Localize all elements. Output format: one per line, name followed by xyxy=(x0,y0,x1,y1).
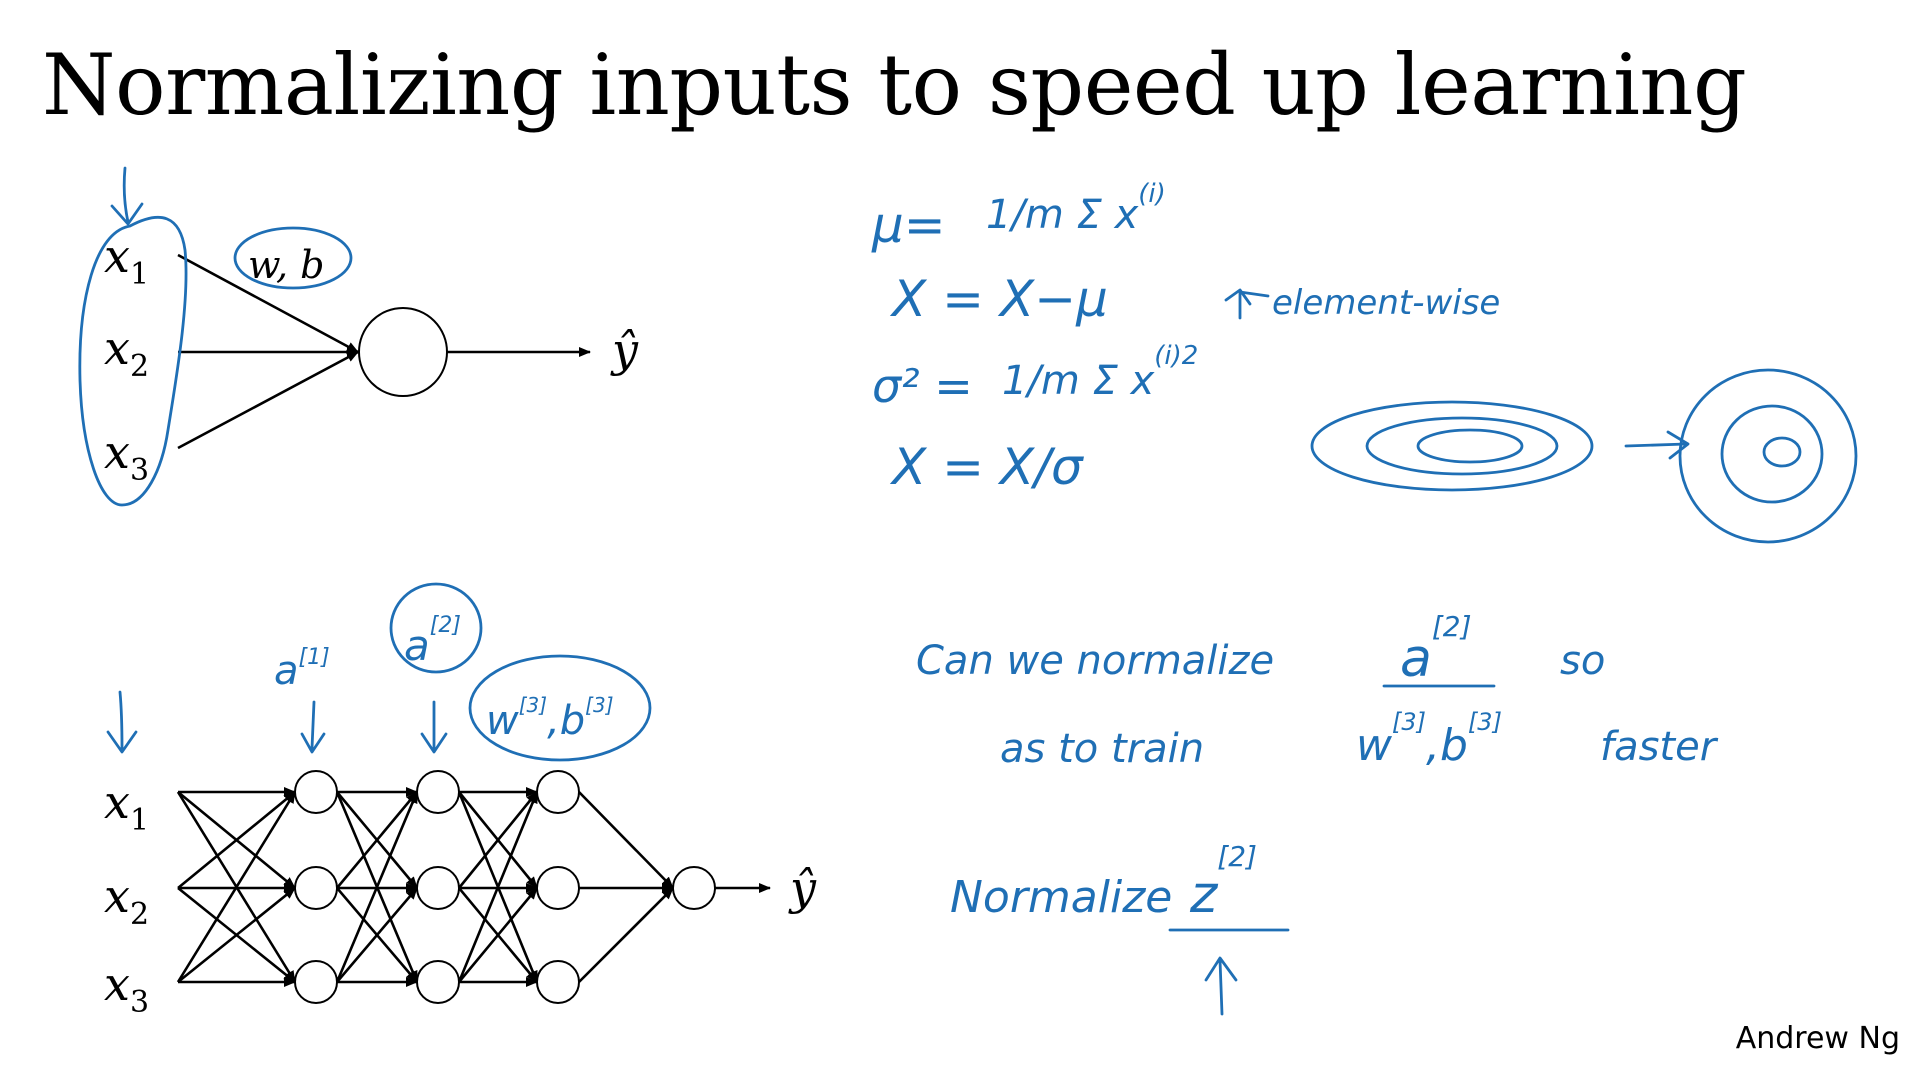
hidden-unit-l1-n1 xyxy=(294,770,338,814)
edge-l2n2-l3n1 xyxy=(457,791,539,889)
normalization-question: Can we normalize a[2] so as to train w[3… xyxy=(916,610,1719,1016)
annot-a2: a[2] xyxy=(404,613,461,670)
hidden-unit-l1-n2 xyxy=(294,866,338,910)
deep-network-nodes xyxy=(294,770,716,1004)
edge-l2n3-l3n2 xyxy=(457,887,539,983)
layer2-arrow-annotation xyxy=(420,700,448,754)
edge-l1n3-l2n1 xyxy=(335,791,419,983)
sigma-lhs: σ² = xyxy=(872,359,973,413)
annot-w3-b3: w[3],b[3] xyxy=(486,693,614,744)
deep-network-edges xyxy=(176,787,674,987)
x-minus-mu: X = X−μ xyxy=(889,270,1108,328)
top-input-arrow-annotation xyxy=(110,166,144,226)
answer-var: z[2] xyxy=(1189,840,1257,925)
top-input-x3: x3 xyxy=(104,425,149,488)
edge-input3-l1n1 xyxy=(176,791,297,983)
question-line2-params: w[3],b[3] xyxy=(1356,708,1502,771)
edge-l3n1-output xyxy=(578,791,674,889)
layer1-arrow-annotation xyxy=(300,700,326,754)
elongated-contour-inner xyxy=(1416,428,1524,464)
contour-sketches xyxy=(1310,368,1858,544)
deep-input-x1: x1 xyxy=(104,775,149,838)
elongated-contour-middle xyxy=(1365,416,1559,476)
hidden-unit-l3-n1 xyxy=(536,770,580,814)
hidden-unit-l3-n2 xyxy=(536,866,580,910)
top-input-x2: x2 xyxy=(104,321,149,384)
mu-lhs: μ= xyxy=(871,196,946,254)
top-params-label: w, b xyxy=(248,243,325,287)
inputs-loop-annotation xyxy=(78,216,188,507)
deep-network: x1 x2 x3 ŷ a[1] a[2] w[3],b[3] xyxy=(104,582,817,1020)
top-edge-1 xyxy=(177,253,359,354)
x-over-sigma: X = X/σ xyxy=(889,438,1084,496)
question-line1-prefix: Can we normalize xyxy=(916,638,1274,684)
annot-a1: a[1] xyxy=(274,645,330,694)
top-neuron xyxy=(358,307,448,397)
output-unit xyxy=(672,866,716,910)
deep-input-x2: x2 xyxy=(104,869,149,932)
hidden-unit-l2-n1 xyxy=(416,770,460,814)
deep-input-arrow-annotation xyxy=(106,690,138,754)
top-edge-3 xyxy=(177,350,359,450)
elementwise-arrowhead xyxy=(1224,288,1252,306)
elementwise-note: element-wise xyxy=(1272,283,1500,323)
edge-l3n3-output xyxy=(578,887,674,983)
hidden-unit-l2-n3 xyxy=(416,960,460,1004)
round-contour-inner xyxy=(1762,436,1802,468)
answer-prefix: Normalize xyxy=(950,872,1172,923)
hidden-unit-l3-n3 xyxy=(536,960,580,1004)
params-circle-annotation xyxy=(233,226,353,290)
w3-b3-circle-annotation xyxy=(468,654,652,762)
question-line2-suffix: faster xyxy=(1600,724,1719,770)
deep-output-yhat: ŷ xyxy=(788,861,817,915)
answer-up-arrow xyxy=(1204,956,1238,1016)
deep-input-x3: x3 xyxy=(104,957,149,1020)
contour-transform-arrow xyxy=(1624,430,1690,460)
question-line1-suffix: so xyxy=(1560,638,1605,684)
author-credit: Andrew Ng xyxy=(1735,1021,1900,1056)
round-contour-middle xyxy=(1720,404,1824,504)
top-network: x1 x2 x3 ŷ w, b xyxy=(78,166,639,507)
mu-rhs: 1/m Σ x(i) xyxy=(986,179,1166,238)
elongated-contour-outer xyxy=(1310,400,1594,492)
slide-title: Normalizing inputs to speed up learning xyxy=(42,36,1747,134)
normalization-equations: μ= 1/m Σ x(i) X = X−μ σ² = 1/m Σ x(i)2 e… xyxy=(871,179,1500,496)
top-output-yhat: ŷ xyxy=(610,323,639,377)
edge-l2n3-l3n1 xyxy=(457,791,539,983)
edge-l1n2-l2n1 xyxy=(336,791,418,889)
round-contour-outer xyxy=(1678,368,1858,544)
a2-circle-annotation xyxy=(389,582,483,674)
edge-input3-l1n2 xyxy=(177,886,296,984)
hidden-unit-l1-n3 xyxy=(294,960,338,1004)
question-line1-var: a[2] xyxy=(1400,610,1472,689)
edge-l1n3-l2n2 xyxy=(336,887,418,983)
sigma-rhs: 1/m Σ x(i)2 xyxy=(1002,341,1198,404)
hidden-unit-l2-n2 xyxy=(416,866,460,910)
question-line2-prefix: as to train xyxy=(1000,726,1204,772)
edge-input2-l1n1 xyxy=(177,790,296,890)
